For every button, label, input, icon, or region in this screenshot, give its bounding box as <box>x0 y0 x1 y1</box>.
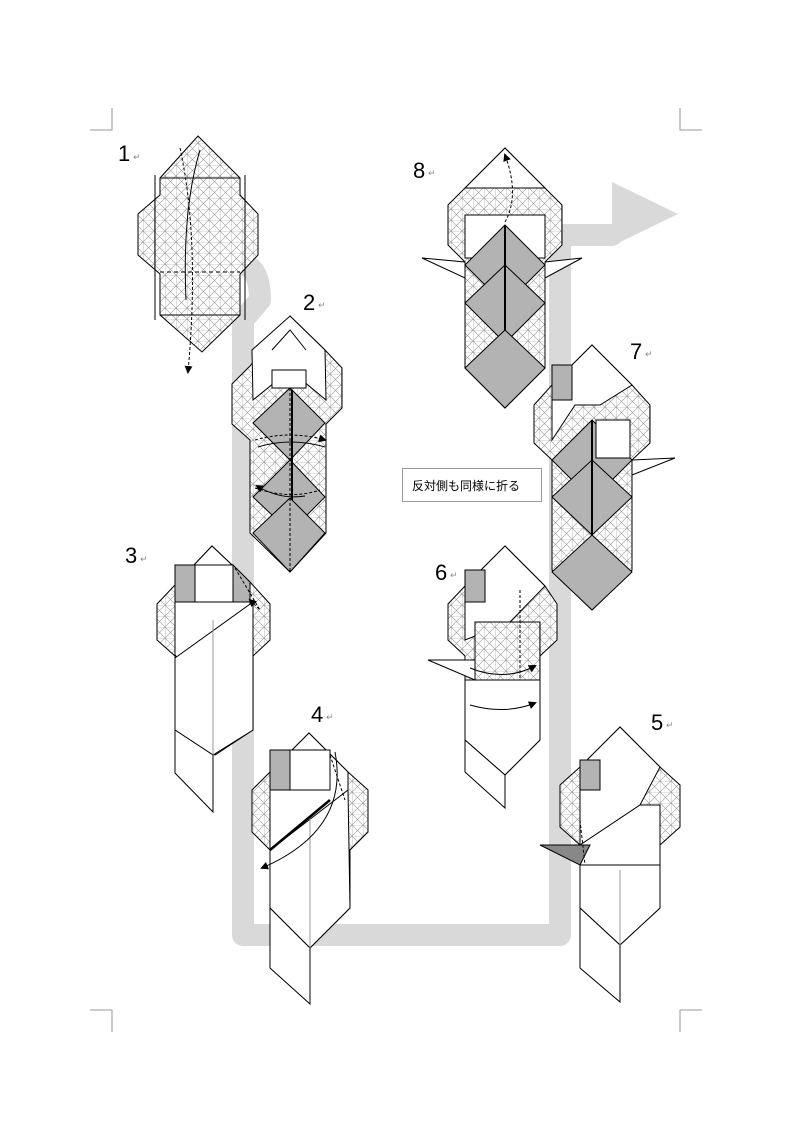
return-mark: ↵ <box>428 169 436 179</box>
flow-arrow <box>232 224 623 946</box>
crop-marks <box>90 108 702 1032</box>
step-1-figure <box>137 135 259 374</box>
step-7-number: 7 <box>630 339 643 364</box>
return-mark: ↵ <box>645 350 653 360</box>
return-mark: ↵ <box>133 153 141 163</box>
return-mark: ↵ <box>666 721 674 731</box>
step-4-number: 4 <box>311 702 324 727</box>
return-mark: ↵ <box>318 301 326 311</box>
step-6-figure <box>427 545 558 810</box>
step-4-figure <box>251 732 369 1006</box>
step-1-number: 1 <box>118 141 131 166</box>
step-8-figure <box>421 147 583 409</box>
step-7-figure <box>533 344 676 611</box>
step-5-number: 5 <box>651 710 664 735</box>
return-mark: ↵ <box>450 571 458 581</box>
step-5-figure <box>539 726 681 1004</box>
return-mark: ↵ <box>326 713 334 723</box>
return-mark: ↵ <box>140 555 148 565</box>
step-2-figure <box>231 315 343 573</box>
step-8-number: 8 <box>413 158 426 183</box>
step-3-figure <box>156 545 271 814</box>
instruction-note-text: 反対側も同様に折る <box>412 478 521 493</box>
instruction-note: 反対側も同様に折る <box>402 468 542 502</box>
step-6-number: 6 <box>435 560 448 585</box>
step-3-number: 3 <box>125 543 138 568</box>
step-2-number: 2 <box>303 290 316 315</box>
flow-arrow-head <box>612 182 678 246</box>
